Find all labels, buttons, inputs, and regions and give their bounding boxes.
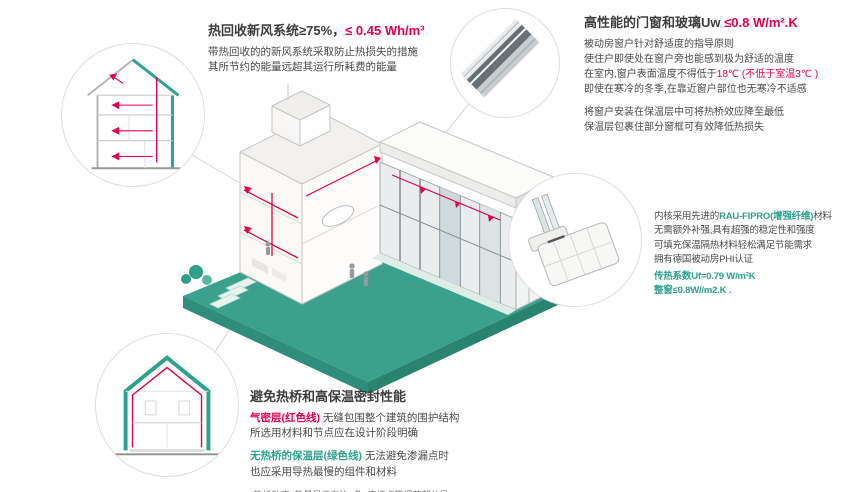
- window-frame-profile-icon: [528, 193, 620, 287]
- thermal-insulation-line1: 无热桥的保温层(绿色线) 无法避免渗漏点时: [250, 449, 570, 464]
- profile-brand: RAU-FIPRO(增强纤维): [719, 211, 814, 222]
- profile-line1-post: 材料: [813, 211, 832, 222]
- airtight-layer-label: 气密层(红色线): [250, 412, 320, 424]
- hrv-title-value: ≤ 0.45 Wh/m³: [345, 23, 425, 38]
- windows-line4: 即使在寒冷的冬季,在靠近窗户部位也无寒冷不适感: [584, 84, 807, 95]
- windows-title-value: ≤0.8 W/m².K: [724, 15, 798, 30]
- profile-line2: 无需额外补强,具有超强的稳定性和强度: [654, 225, 815, 237]
- profile-uf-value: 传热系数Uf=0.79 W/m²K: [654, 271, 756, 282]
- profile-line1-pre: 内核采用先进的: [654, 211, 720, 222]
- insulation-layer-label: 无热桥的保温层(绿色线): [250, 450, 362, 463]
- hrv-body-line2: 其所节约的能量远超其运行所耗费的能量: [208, 61, 397, 74]
- hrv-text-block: 热回收新风系统≥75%，≤ 0.45 Wh/m³ 带热回收的的新风系统采取防止热…: [208, 20, 478, 75]
- profile-line4: 拥有德国被动房PHI认证: [654, 253, 753, 265]
- windows-body: 被动房窗户针对舒适度的指导原则 使住户即使处在窗户旁也能感到极为舒适的温度 在室…: [584, 37, 862, 135]
- window-corner-callout: [450, 8, 560, 118]
- profile-uw-value: 整窗≤0.8W//m2.K .: [654, 285, 732, 297]
- connector-lines: [191, 99, 511, 356]
- thermal-section-callout: [95, 333, 239, 477]
- thermal-title: 避免热桥和高保温密封性能: [250, 389, 407, 404]
- windows-line3-red: 18℃ (不低于室温3℃ ): [716, 69, 819, 80]
- windows-line3: 在室内,窗户表面温度不得低于18℃ (不低于室温3℃ ): [584, 67, 862, 82]
- windows-title: 高性能的门窗和玻璃Uw ≤0.8 W/m².K: [584, 12, 862, 31]
- thermal-footnote: *热桥效应: 热量易于在边, 角, 连接点等细节部分导: [250, 488, 570, 492]
- people-figures: [265, 241, 369, 286]
- windows-line1: 被动房窗户针对舒适度的指导原则: [584, 39, 734, 50]
- thermal-insulation-line2: 也应采用导热最慢的组件和材料: [250, 465, 397, 478]
- airtight-layer-text: 无缝包围整个建筑的围护结构: [320, 412, 460, 424]
- hrv-body-line1: 带热回收的的新风系统采取防止热损失的措施: [208, 46, 418, 58]
- hrv-body: 带热回收的的新风系统采取防止热损失的措施 其所节约的能量远超其运行所耗费的能量: [208, 45, 478, 75]
- thermal-airtight-line1: 气密层(红色线) 无缝包围整个建筑的围护结构: [250, 411, 570, 426]
- profile-line3: 可填充保温隔热材料轻松满足节能需求: [654, 239, 813, 251]
- profile-line1: 内核采用先进的RAU-FIPRO(增强纤维)材料: [654, 210, 864, 224]
- bushes: [181, 265, 212, 285]
- thermal-insulation-para: 无热桥的保温层(绿色线) 无法避免渗漏点时 也应采用导热最慢的组件和材料: [250, 449, 570, 479]
- windows-text-block: 高性能的门窗和玻璃Uw ≤0.8 W/m².K 被动房窗户针对舒适度的指导原则 …: [584, 12, 862, 135]
- windows-line2: 使住户即使处在窗户旁也能感到极为舒适的温度: [584, 54, 794, 65]
- thermal-text-block: 避免热桥和高保温密封性能 气密层(红色线) 无缝包围整个建筑的围护结构 所选用材…: [250, 386, 570, 492]
- hrv-title: 热回收新风系统≥75%，≤ 0.45 Wh/m³: [208, 20, 478, 39]
- thermal-airtight-para: 气密层(红色线) 无缝包围整个建筑的围护结构 所选用材料和节点应在设计阶段明确: [250, 411, 570, 441]
- hrv-title-main: 热回收新风系统≥75%，: [208, 23, 346, 38]
- profile-body: 内核采用先进的RAU-FIPRO(增强纤维)材料 无需额外补强,具有超强的稳定性…: [654, 210, 864, 299]
- insulation-layer-text: 无法避免渗漏点时: [362, 450, 449, 463]
- garden-steps: [209, 277, 257, 309]
- window-corner-detail-icon: [460, 18, 540, 98]
- profile-text-block: 内核采用先进的RAU-FIPRO(增强纤维)材料 无需额外补强,具有超强的稳定性…: [654, 210, 864, 299]
- window-profile-callout: [508, 173, 642, 307]
- thermal-airtight-line2: 所选用材料和节点应在设计阶段明确: [250, 427, 418, 440]
- house-section-ventilation-icon: [87, 58, 181, 170]
- windows-line5: 将窗户安装在保温层中可将热桥效应降至最低: [584, 107, 784, 118]
- windows-line6: 保温层包裹住部分窗框可有效降低热损失: [584, 122, 764, 133]
- hrv-section-callout: [61, 43, 205, 187]
- windows-title-main: 高性能的门窗和玻璃Uw: [584, 15, 725, 30]
- house-body: [239, 84, 557, 315]
- house-section-insulation-icon: [103, 355, 231, 456]
- windows-line3-pre: 在室内,窗户表面温度不得低于: [584, 69, 717, 80]
